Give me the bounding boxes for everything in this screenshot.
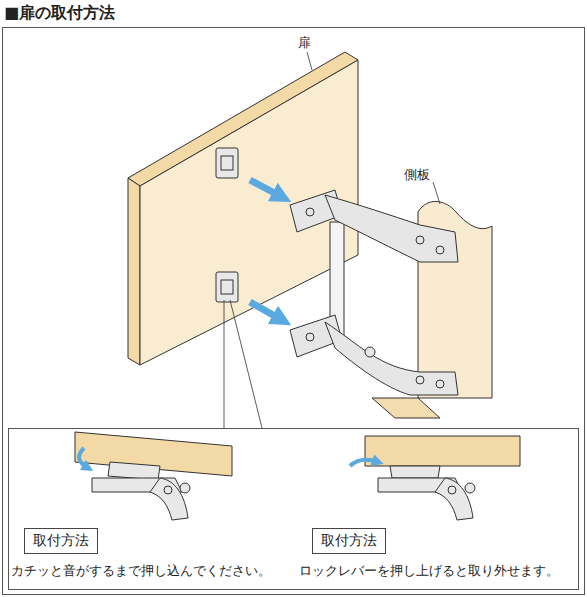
box-heading: 取付方法 — [321, 532, 377, 550]
instruction-text: カチッと音がするまで押し込んでください。 — [11, 562, 271, 580]
instruction-box: 取付方法カチッと音がするまで押し込んでください。 — [24, 528, 98, 554]
title: ■扉の取付方法 — [4, 3, 115, 24]
part-label: 側板 — [404, 166, 430, 184]
instruction-box: 取付方法ロックレバーを押し上げると取り外せます。 — [312, 528, 386, 554]
instruction-text: ロックレバーを押し上げると取り外せます。 — [299, 562, 559, 580]
part-label: 扉 — [298, 34, 311, 52]
box-heading: 取付方法 — [33, 532, 89, 550]
